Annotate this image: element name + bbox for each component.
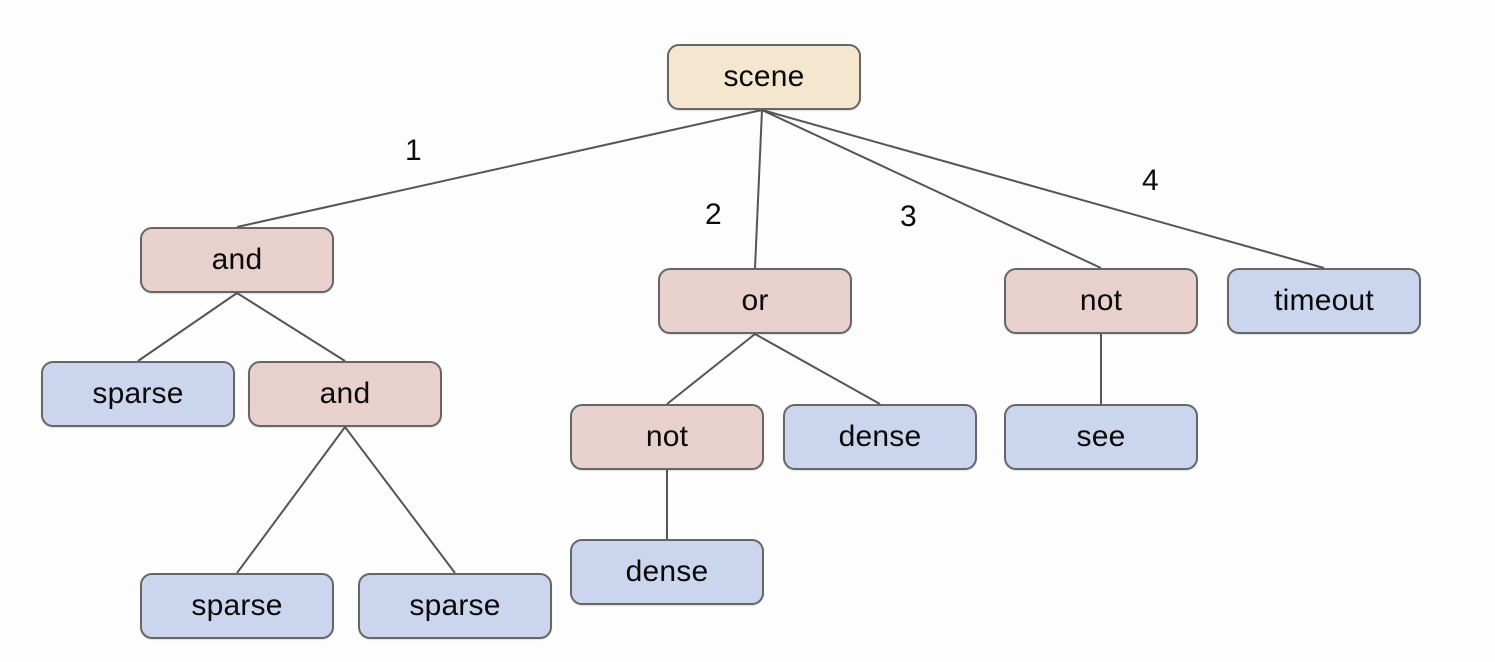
edge-and1-to-sparse1 xyxy=(137,292,238,362)
node-label: sparse xyxy=(191,589,283,622)
edge-and2-to-sparse2 xyxy=(236,426,346,574)
node-not1[interactable]: not xyxy=(1004,268,1198,334)
node-label: timeout xyxy=(1274,284,1374,317)
edge-label-1: 1 xyxy=(405,134,422,167)
node-label: not xyxy=(1079,284,1123,317)
node-label: not xyxy=(645,420,689,453)
edge-label-4: 4 xyxy=(1142,164,1159,197)
edge-label-2: 2 xyxy=(705,198,722,231)
edge-scene-to-or1 xyxy=(754,109,763,269)
node-sparse1[interactable]: sparse xyxy=(41,361,235,427)
edge-and1-to-and2 xyxy=(236,292,346,362)
node-and1[interactable]: and xyxy=(140,227,334,293)
node-label: see xyxy=(1076,420,1126,453)
node-see1[interactable]: see xyxy=(1004,404,1198,470)
node-label: and xyxy=(319,377,371,410)
node-not2[interactable]: not xyxy=(570,404,764,470)
node-and2[interactable]: and xyxy=(248,361,442,427)
node-sparse3[interactable]: sparse xyxy=(358,573,552,639)
node-timeout1[interactable]: timeout xyxy=(1227,268,1421,334)
node-label: scene xyxy=(723,60,805,93)
node-dense2[interactable]: dense xyxy=(570,539,764,605)
edge-and2-to-sparse3 xyxy=(344,426,456,574)
node-scene[interactable]: scene xyxy=(667,44,861,110)
node-label: dense xyxy=(625,555,709,588)
node-label: or xyxy=(741,284,769,317)
edge-or1-to-dense1 xyxy=(754,333,881,405)
edge-or1-to-not2 xyxy=(666,333,756,405)
node-dense1[interactable]: dense xyxy=(783,404,977,470)
node-sparse2[interactable]: sparse xyxy=(140,573,334,639)
node-or1[interactable]: or xyxy=(658,268,852,334)
edge-scene-to-not1 xyxy=(761,109,1102,269)
node-label: dense xyxy=(838,420,922,453)
node-label: sparse xyxy=(92,377,184,410)
node-label: and xyxy=(211,243,263,276)
edge-label-3: 3 xyxy=(900,200,917,233)
edge-scene-to-and1 xyxy=(236,109,763,228)
node-label: sparse xyxy=(409,589,501,622)
edge-scene-to-timeout1 xyxy=(761,109,1325,269)
